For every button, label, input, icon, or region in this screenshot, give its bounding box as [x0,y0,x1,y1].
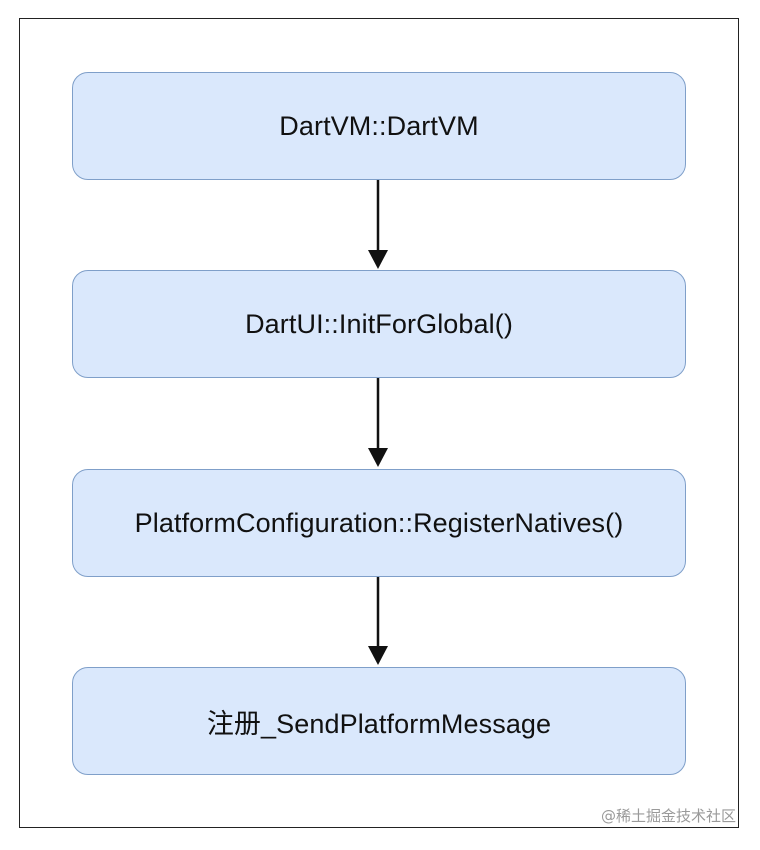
node-dartvm: DartVM::DartVM [72,72,686,180]
node-dartvm-label: DartVM::DartVM [279,110,479,141]
node-register-send-platform-message: 注册_SendPlatformMessage [72,667,686,775]
node-dartui-init-for-global: DartUI::InitForGlobal() [72,270,686,378]
node-dartui-init-for-global-label: DartUI::InitForGlobal() [245,308,513,339]
watermark: @稀土掘金技术社区 [600,807,736,825]
node-platform-configuration-register-natives: PlatformConfiguration::RegisterNatives() [72,469,686,577]
node-register-send-platform-message-label: 注册_SendPlatformMessage [206,708,552,739]
node-platform-configuration-register-natives-label: PlatformConfiguration::RegisterNatives() [134,507,624,538]
